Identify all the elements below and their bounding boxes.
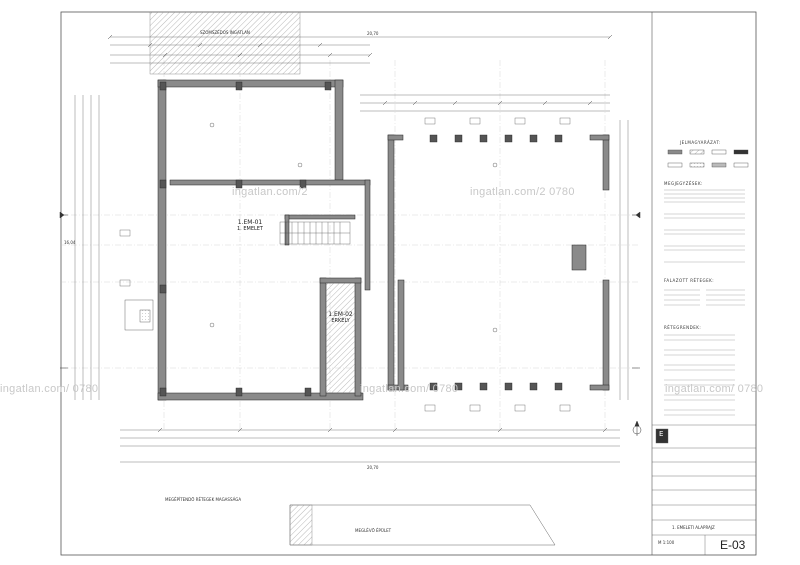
title-block bbox=[652, 424, 756, 555]
columns-left-block bbox=[159, 81, 332, 397]
dimension-left-vertical: 16,04 bbox=[64, 240, 76, 245]
dimension-overall-bottom: 20,70 bbox=[367, 465, 379, 470]
dimension-overall-top: 20,70 bbox=[367, 31, 379, 36]
left-detail-box bbox=[124, 299, 154, 331]
title-block-logo: E bbox=[659, 430, 664, 438]
legend-rule-lines bbox=[664, 189, 745, 416]
drawing-number: E-03 bbox=[720, 538, 746, 552]
window-markers bbox=[119, 117, 571, 412]
legend-title: JELMAGYARÁZAT: bbox=[680, 140, 721, 145]
left-block-note: MEGÉPÍTENDŐ RÉTEGEK MAGASSÁGA bbox=[165, 497, 242, 502]
bottom-neighbor-note: MEGLÉVŐ ÉPÜLET bbox=[355, 528, 392, 533]
section-markers bbox=[59, 211, 641, 369]
room-label-1em02: 1.EM-02 ERKÉLY bbox=[318, 311, 363, 325]
staircase bbox=[279, 221, 351, 245]
watermark: ingatlan.com/2 0780 bbox=[470, 186, 575, 198]
room-name: 1.EM-02 bbox=[328, 311, 353, 318]
sheet-border bbox=[60, 11, 757, 556]
watermark: ingatlan.com/ 0780 bbox=[665, 383, 764, 395]
legend-swatches bbox=[667, 149, 749, 168]
level-markers bbox=[209, 122, 498, 333]
room-label-1em01: 1.EM-01 1. EMELET bbox=[220, 219, 280, 233]
notes-title: MEGJEGYZÉSEK: bbox=[664, 181, 703, 186]
dimension-ticks bbox=[107, 34, 613, 433]
dimension-chains bbox=[74, 36, 629, 463]
layers-title: RÉTEGRENDEK: bbox=[664, 325, 702, 330]
watermark: ingatlan.com/2 bbox=[232, 186, 308, 198]
sheet-title: 1. EMELETI ALAPRAJZ bbox=[672, 525, 715, 530]
room-name: 1.EM-01 bbox=[237, 219, 263, 226]
north-arrow bbox=[632, 420, 642, 436]
scale-label: M 1:100 bbox=[658, 540, 675, 545]
openings-title: FALAZOTT RÉTEGEK: bbox=[664, 278, 715, 283]
watermark: ingatlan.com/ 0780 bbox=[0, 383, 99, 395]
room-description: ERKÉLY bbox=[331, 318, 350, 324]
top-neighbor-hatch bbox=[149, 11, 301, 75]
balcony-hatch bbox=[325, 282, 356, 394]
watermark: ingatlan.com/ 0780 bbox=[360, 383, 459, 395]
bottom-neighbor-outline bbox=[289, 504, 556, 546]
columns-right-block bbox=[429, 134, 563, 391]
top-neighbor-note: SZOMSZÉDOS INGATLAN bbox=[200, 30, 250, 35]
room-description: 1. EMELET bbox=[237, 226, 263, 232]
walls-left-block bbox=[157, 79, 371, 401]
walls-right-block bbox=[387, 134, 610, 391]
